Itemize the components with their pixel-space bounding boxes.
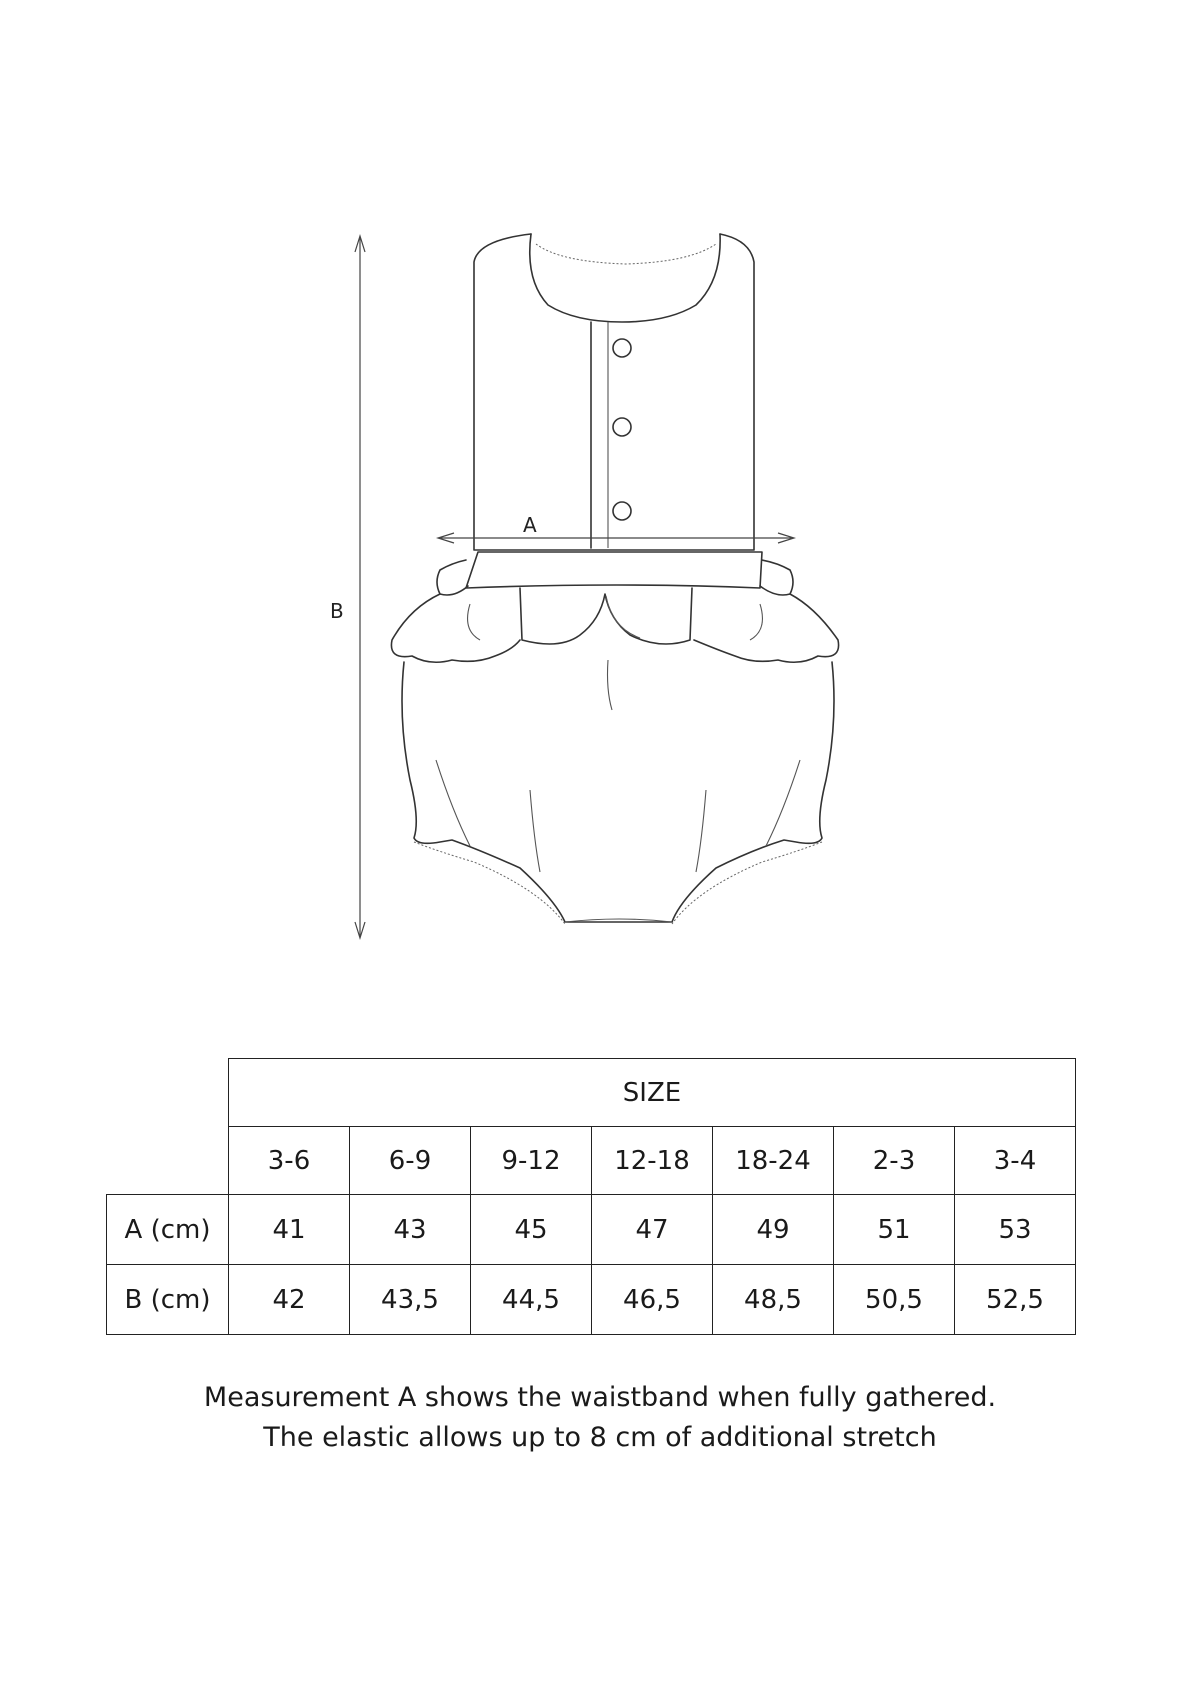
size-column-header: 6-9 [349, 1126, 471, 1195]
table-cell: 51 [833, 1194, 955, 1265]
size-column-header: 18-24 [712, 1126, 834, 1195]
table-cell: 48,5 [712, 1264, 834, 1335]
note-line-2: The elastic allows up to 8 cm of additio… [263, 1422, 937, 1453]
table-cell: 43,5 [349, 1264, 471, 1335]
waistband [436, 551, 794, 596]
table-cell: 49 [712, 1194, 834, 1265]
romper-technical-drawing: B A [330, 233, 840, 941]
size-header: SIZE [228, 1058, 1076, 1127]
table-row: A (cm) 41 43 45 47 49 51 53 [106, 1194, 1076, 1265]
button-icon [612, 417, 632, 437]
size-column-header: 2-3 [833, 1126, 955, 1195]
row-label: A (cm) [106, 1194, 229, 1265]
measurement-a-label: A [523, 513, 537, 537]
measurement-b-label: B [330, 599, 344, 623]
table-cell: 43 [349, 1194, 471, 1265]
size-column-header: 3-6 [228, 1126, 350, 1195]
ruffles [390, 593, 840, 664]
table-cell: 45 [470, 1194, 592, 1265]
table-cell: 42 [228, 1264, 350, 1335]
table-cell: 41 [228, 1194, 350, 1265]
table-cell: 44,5 [470, 1264, 592, 1335]
note-line-1: Measurement A shows the waistband when f… [203, 1382, 997, 1413]
measurement-note: Measurement A shows the waistband when f… [0, 1378, 1200, 1458]
romper-bodice [473, 233, 755, 551]
button-icon [612, 338, 632, 358]
size-column-header: 3-4 [954, 1126, 1076, 1195]
measurement-b-arrow [354, 233, 366, 941]
measurement-a-arrow [435, 532, 797, 544]
bloomers [401, 659, 835, 925]
front-panel [519, 587, 693, 645]
table-row: B (cm) 42 43,5 44,5 46,5 48,5 50,5 52,5 [106, 1264, 1076, 1335]
size-chart-table: SIZE 3-6 6-9 9-12 12-18 18-24 2-3 3-4 A … [106, 1058, 1076, 1335]
table-cell: 46,5 [591, 1264, 713, 1335]
button-icon [612, 501, 632, 521]
table-cell: 53 [954, 1194, 1076, 1265]
size-column-header: 12-18 [591, 1126, 713, 1195]
table-cell: 52,5 [954, 1264, 1076, 1335]
row-label: B (cm) [106, 1264, 229, 1335]
table-cell: 50,5 [833, 1264, 955, 1335]
size-column-header: 9-12 [470, 1126, 592, 1195]
table-cell: 47 [591, 1194, 713, 1265]
buttons [612, 338, 632, 521]
